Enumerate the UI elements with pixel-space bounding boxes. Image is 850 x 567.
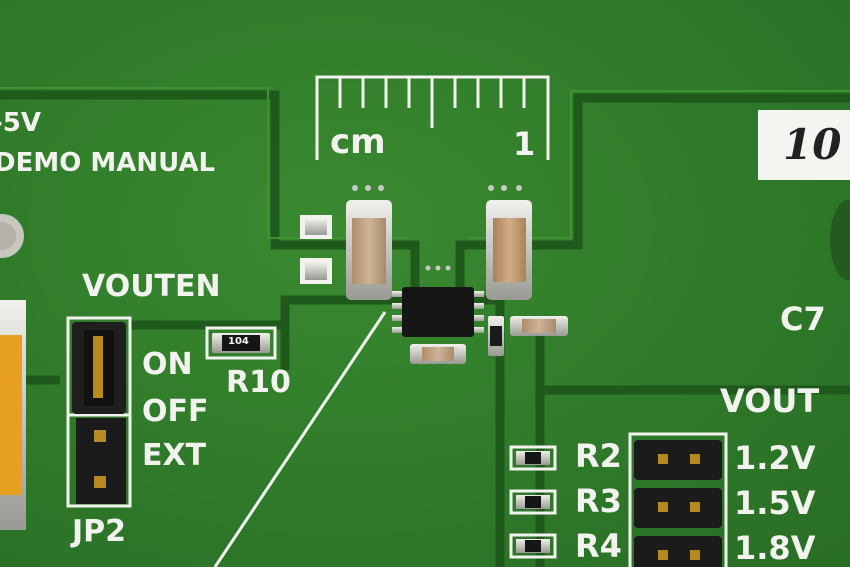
silk-demo-manual: DEMO MANUAL xyxy=(0,148,216,178)
tantalum-capacitor xyxy=(0,300,26,530)
label-off: OFF xyxy=(142,394,209,429)
label-r2: R2 xyxy=(575,437,622,475)
ruler-one-label: 1 xyxy=(513,125,536,163)
jp2-outline xyxy=(66,316,132,508)
test-pads xyxy=(300,215,332,284)
smd-cap-right xyxy=(510,316,568,336)
handwritten-label: 10 xyxy=(783,120,842,169)
label-on: ON xyxy=(142,347,193,382)
jp2-header xyxy=(76,418,126,504)
resistor-r10 xyxy=(222,335,260,351)
resistor-footprints xyxy=(509,445,557,559)
ruler-mark xyxy=(315,75,550,160)
label-1-8v: 1.8V xyxy=(734,529,816,567)
smd-part-small xyxy=(488,316,504,356)
silk-top-left-line1: -5V xyxy=(0,108,42,138)
label-r10: R10 xyxy=(226,365,291,400)
label-vouten: VOUTEN xyxy=(82,269,221,304)
vout-headers xyxy=(628,432,728,567)
silk-diagonal-line xyxy=(213,311,387,567)
label-vout: VOUT xyxy=(720,382,820,420)
label-sticker xyxy=(758,110,850,180)
label-jp2: JP2 xyxy=(72,514,127,549)
smd-cap-below xyxy=(410,344,466,364)
resistor-code: 104 xyxy=(228,336,249,347)
ic-chip xyxy=(392,287,484,337)
label-ext: EXT xyxy=(142,438,207,473)
jumper-cap xyxy=(72,322,126,414)
label-r4: R4 xyxy=(575,527,622,565)
capacitor-left xyxy=(346,200,392,300)
label-1-2v: 1.2V xyxy=(734,439,816,477)
label-1-5v: 1.5V xyxy=(734,484,816,522)
label-r3: R3 xyxy=(575,482,622,520)
ruler-unit-label: cm xyxy=(330,122,386,162)
label-c7: C7 xyxy=(780,300,826,338)
capacitor-right xyxy=(486,200,532,300)
